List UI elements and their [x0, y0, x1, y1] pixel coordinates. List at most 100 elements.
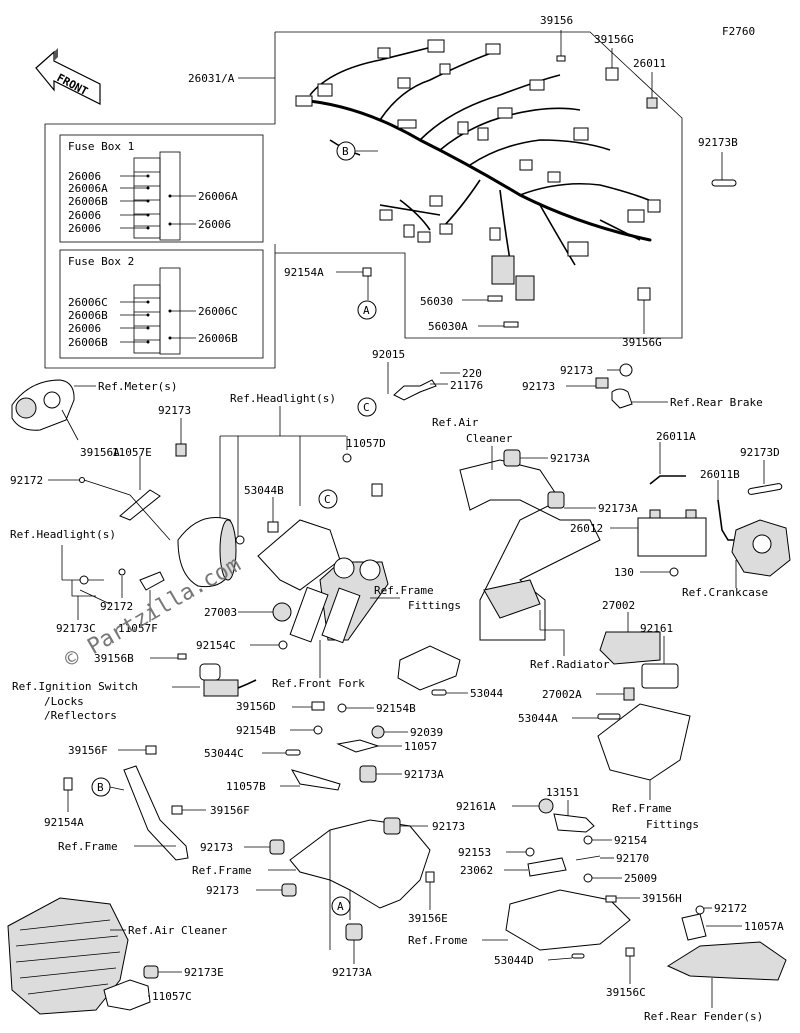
part-130 [669, 567, 679, 577]
label-92173-rb1: 92173 [560, 364, 593, 377]
label-56030A: 56030A [428, 320, 468, 333]
spring-92170 [575, 855, 601, 861]
label-11057D: 11057D [346, 437, 386, 450]
label-27002A: 27002A [542, 688, 582, 701]
callout-A-top [357, 300, 377, 320]
label-92154B-a: 92154B [376, 702, 416, 715]
bracket-53044 [397, 645, 461, 691]
part-92173B [711, 179, 737, 187]
callout-A-top-label: A [363, 304, 370, 317]
label-11057C: 11057C [152, 990, 192, 1003]
air-cleaner-housing [7, 897, 151, 1015]
leader-headlight-top [219, 435, 346, 540]
label-53044A: 53044A [518, 712, 558, 725]
bracket-23062 [527, 857, 567, 877]
label-rear-fender: Ref.Rear Fender(s) [644, 1010, 763, 1023]
label-25009: 25009 [624, 872, 657, 885]
label-39156B: 39156B [94, 652, 134, 665]
label-headlight-left: Ref.Headlight(s) [10, 528, 116, 541]
part-11057D [342, 453, 352, 463]
part-92173-f1 [269, 839, 285, 855]
label-92161: 92161 [640, 622, 673, 635]
label-frome: Ref.Frome [408, 934, 468, 947]
part-92173-f2 [383, 817, 401, 835]
fb1-left-0: 26006 [68, 170, 101, 183]
rear-brake-switch [566, 363, 668, 409]
label-92172-left: 92172 [10, 474, 43, 487]
label-front-fork: Ref.Front Fork [272, 677, 365, 690]
label-92173B: 92173B [698, 136, 738, 149]
label-rear-brake: Ref.Rear Brake [670, 396, 763, 409]
part-92172-right [695, 905, 705, 915]
label-26031A: 26031/A [188, 72, 235, 85]
frame-strip-left [123, 765, 189, 861]
part-92173E [143, 965, 159, 979]
crankcase-starter [731, 519, 791, 577]
fb2-right-0: 26006C [198, 305, 238, 318]
part-92173D [747, 483, 783, 495]
headlight-shell [177, 517, 245, 588]
label-26012: 26012 [570, 522, 603, 535]
part-25009 [583, 873, 593, 883]
label-meter: Ref.Meter(s) [98, 380, 177, 393]
label-frame-fittings-bot-2: Fittings [646, 818, 699, 831]
front-arrow-icon: FRONT [35, 48, 101, 105]
fb2-right-1: 26006B [198, 332, 238, 345]
label-ignition-1: Ref.Ignition Switch [12, 680, 138, 693]
label-air-cleaner-top-1: Ref.Air [432, 416, 479, 429]
callout-C-left-label: C [363, 401, 370, 414]
label-11057A: 11057A [744, 920, 784, 933]
part-92173A-bot [345, 923, 363, 941]
part-92173A-ac2 [547, 491, 565, 509]
cable-26011A [649, 475, 686, 485]
front-fork [289, 557, 389, 644]
part-53044A [597, 713, 621, 720]
label-39156D: 39156D [236, 700, 276, 713]
main-wiring-harness [295, 39, 661, 301]
bracket-11057E [119, 489, 161, 521]
label-92173A-mid: 92173A [404, 768, 444, 781]
battery [637, 509, 707, 557]
label-56030: 56030 [420, 295, 453, 308]
label-air-cleaner-top-2: Cleaner [466, 432, 513, 445]
label-39156C: 39156C [606, 986, 646, 999]
callout-B-top-label: B [342, 145, 349, 158]
label-92173E: 92173E [184, 966, 224, 979]
label-92170: 92170 [616, 852, 649, 865]
label-53044: 53044 [470, 687, 503, 700]
label-39156F-top: 39156F [68, 744, 108, 757]
figure-code: F2760 [722, 25, 755, 38]
fb1-right-1: 26006 [198, 218, 231, 231]
air-cleaner-bracket [459, 459, 601, 641]
label-27002: 27002 [602, 599, 635, 612]
label-frame-left: Ref.Frame [58, 840, 118, 853]
label-21176: 21176 [450, 379, 483, 392]
label-39156G-mid: 39156G [622, 336, 662, 349]
label-air-cleaner-bot: Ref.Air Cleaner [128, 924, 228, 937]
callout-A-bot-label: A [337, 900, 344, 913]
part-92173-f3 [281, 883, 297, 897]
part-92154B-b [313, 725, 323, 735]
part-53044B [267, 521, 279, 533]
part-92154A-top [362, 267, 372, 277]
label-92173-meter: 92173 [158, 404, 191, 417]
callout-C-mid-label: C [324, 493, 331, 506]
label-92173A-ac2: 92173A [598, 502, 638, 515]
fb1-left-1: 26006A [68, 182, 108, 195]
label-92154A-bot: 92154A [44, 816, 84, 829]
part-39156G-top [605, 67, 619, 81]
label-39156A: 39156A [80, 446, 120, 459]
label-39156E: 39156E [408, 912, 448, 925]
part-92153 [525, 847, 535, 857]
label-92154C: 92154C [196, 639, 236, 652]
label-92173-f3: 92173 [206, 884, 239, 897]
part-53044C [285, 749, 301, 756]
part-92154B-a [337, 703, 347, 713]
label-92154: 92154 [614, 834, 647, 847]
fuse-box-2-title: Fuse Box 2 [68, 255, 134, 268]
fb1-right-0: 26006A [198, 190, 238, 203]
rear-fender [666, 941, 787, 981]
label-26011A: 26011A [656, 430, 696, 443]
part-39156E [425, 871, 435, 883]
part-39156F-top [145, 745, 157, 755]
